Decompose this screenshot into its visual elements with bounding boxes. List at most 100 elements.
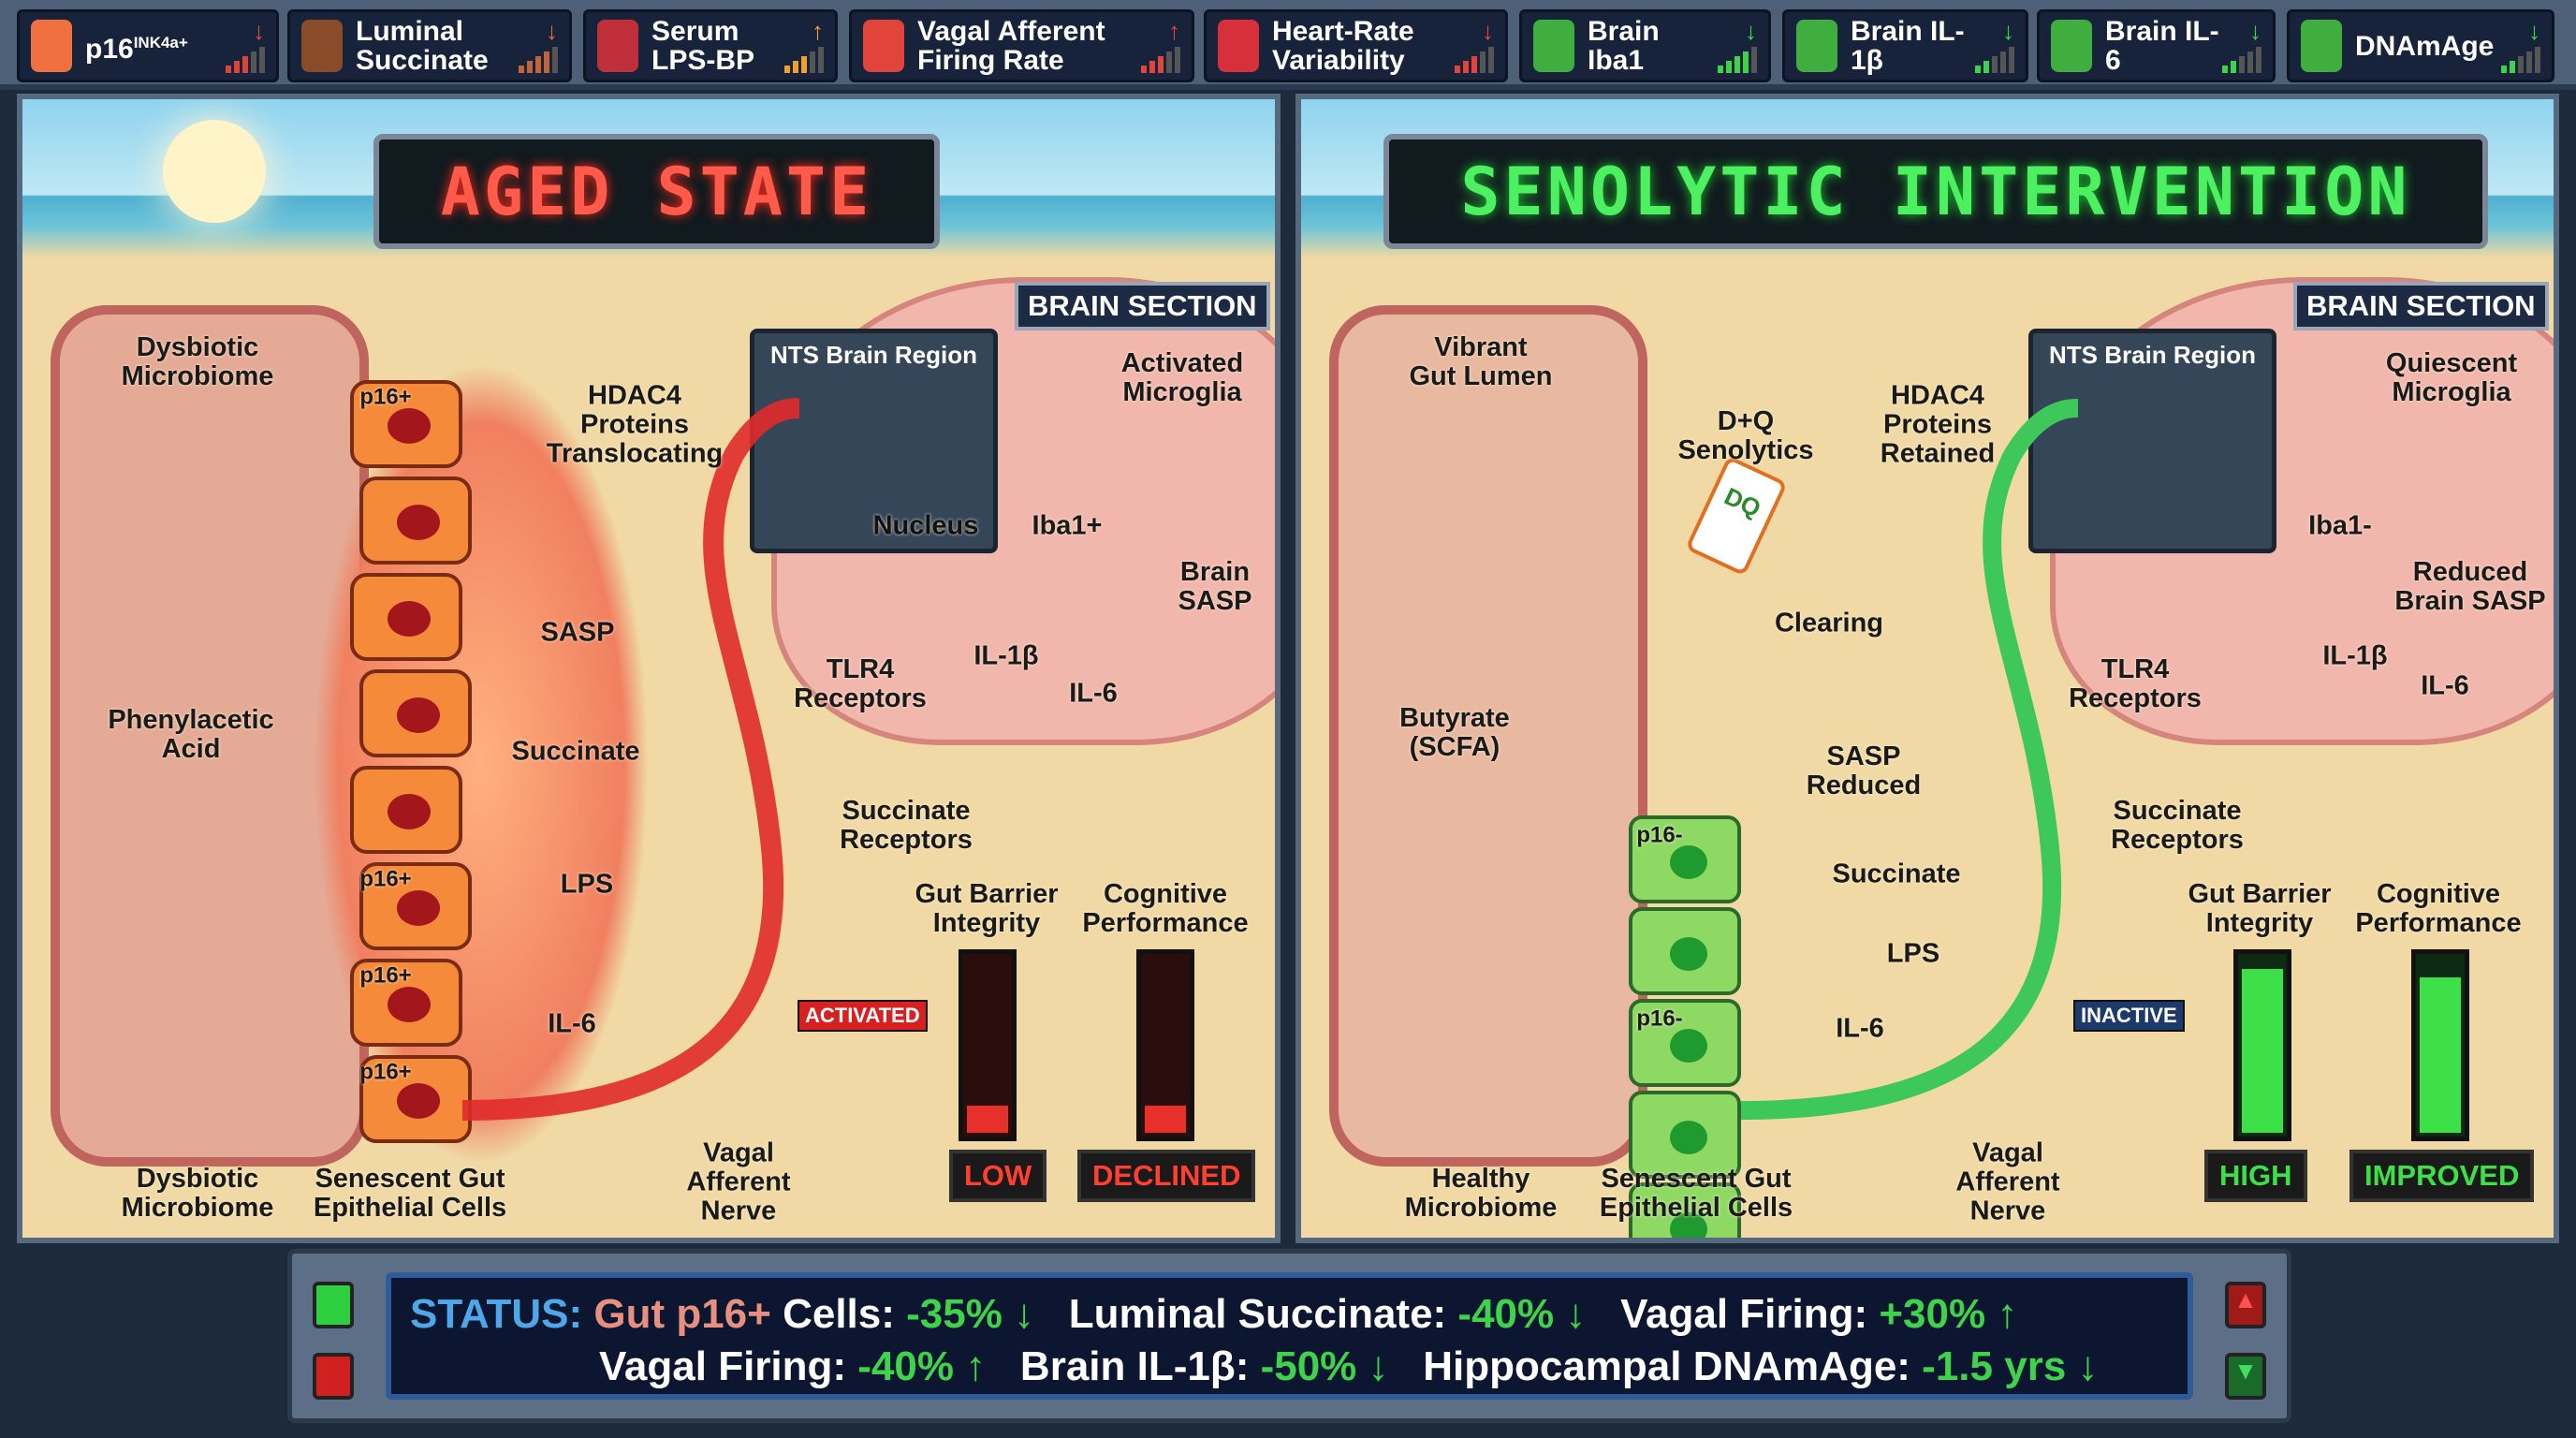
label-iba1: Iba1- <box>2308 510 2372 541</box>
signal-bar <box>1992 56 1998 73</box>
label-sasp: SASP <box>540 617 615 648</box>
biomarker-tile[interactable]: Vagal Afferent Firing Rate↑ <box>849 9 1194 82</box>
label-butyrate: Butyrate(SCFA) <box>1399 703 1510 762</box>
panel-title: AGED STATE <box>373 134 940 249</box>
label-succinate: Succinate <box>511 736 640 767</box>
signal-bar <box>1726 61 1732 73</box>
signal-bars-icon <box>2222 47 2261 73</box>
signal-bar <box>1751 47 1757 73</box>
nerve-state-badge: INACTIVE <box>2073 1000 2185 1032</box>
label-nucleus: Nucleus <box>872 510 979 541</box>
signal-bar <box>1718 66 1723 73</box>
signal-bar <box>818 47 824 73</box>
nts-brain-region: NTS Brain Region <box>750 329 998 553</box>
biomarker-label: Heart-Rate Variability <box>1272 16 1414 76</box>
status-key: Cells: <box>770 1291 895 1337</box>
status-key: Brain IL-1β: <box>1019 1343 1250 1389</box>
signal-bar <box>259 47 265 73</box>
status-value: -40% <box>1446 1291 1555 1337</box>
healthy-cell <box>1629 1091 1741 1179</box>
panel-title: SENOLYTIC INTERVENTION <box>1383 134 2488 249</box>
biomarker-label: Vagal Afferent Firing Rate <box>917 16 1105 76</box>
signal-bar <box>1149 61 1155 73</box>
brain-section-label: BRAIN SECTION <box>2293 282 2549 330</box>
biomarker-tile[interactable]: Heart-Rate Variability↓ <box>1204 9 1508 82</box>
signal-bar <box>234 61 240 73</box>
signal-bar <box>519 66 524 73</box>
status-screen: STATUS: Gut p16+ Cells: -35% ↓ Luminal S… <box>386 1272 2193 1400</box>
biomarker-tile[interactable]: Luminal Succinate ↓ <box>287 9 572 82</box>
signal-bar <box>2518 56 2524 73</box>
label-il6-brain: IL-6 <box>2421 670 2469 701</box>
status-label: STATUS: <box>410 1291 583 1337</box>
aged-state-panel: AGED STATE BRAIN SECTION NTS Brain Regio… <box>17 94 1281 1243</box>
signal-bar <box>793 61 798 73</box>
biomarker-tile[interactable]: Serum LPS-BP↑ <box>583 9 838 82</box>
signal-bar <box>242 56 248 73</box>
biomarker-tile[interactable]: Brain IL-1β↓ <box>1782 9 2028 82</box>
signal-bar <box>784 66 790 73</box>
signal-bars-icon <box>519 47 558 73</box>
signal-bar <box>1463 61 1469 73</box>
biomarker-label: Brain IL-6 <box>2105 16 2219 76</box>
label-lps: LPS <box>560 869 614 900</box>
signal-bar <box>2535 47 2540 73</box>
status-value: -50% <box>1249 1343 1357 1389</box>
arrow-down-icon: ↓ <box>1014 1291 1035 1337</box>
label-il6-gut: IL-6 <box>548 1008 596 1039</box>
biomarker-label: Luminal Succinate <box>356 16 489 76</box>
signal-bars-icon <box>1975 47 2014 73</box>
succinate-icon <box>301 20 343 72</box>
signal-bar <box>544 51 549 73</box>
signal-bar <box>1488 47 1494 73</box>
signal-bar <box>226 66 231 73</box>
cognitive-value: IMPROVED <box>2349 1150 2535 1202</box>
nerve-state-badge: ACTIVATED <box>798 1000 928 1032</box>
label-succinate: Succinate <box>1832 858 1961 889</box>
signal-bar <box>2231 61 2236 73</box>
signal-bar <box>535 56 541 73</box>
signal-bar <box>2000 51 2006 73</box>
status-value: -40% <box>846 1343 954 1389</box>
biomarker-tile[interactable]: Brain IL-6↓ <box>2037 9 2276 82</box>
scroll-up-button[interactable]: ▲ <box>2225 1282 2266 1328</box>
signal-bar <box>527 61 533 73</box>
green-led-button[interactable] <box>313 1282 354 1328</box>
waveform-icon <box>863 20 904 72</box>
signal-bar <box>1975 66 1981 73</box>
scroll-down-button[interactable]: ▼ <box>2225 1353 2266 1400</box>
senescent-cell <box>359 669 472 757</box>
trend-down-icon: ↓ <box>546 17 558 45</box>
label-lps: LPS <box>1886 938 1940 969</box>
nts-brain-region: NTS Brain Region <box>2028 329 2276 553</box>
trend-up-icon: ↑ <box>812 17 824 45</box>
brain-section-label: BRAIN SECTION <box>1015 282 1270 330</box>
signal-bars-icon <box>226 47 265 73</box>
biomarker-tile[interactable]: p16INK4a+↓ <box>17 9 279 82</box>
signal-bars-icon <box>784 47 824 73</box>
status-key: Gut p16+ <box>593 1291 771 1337</box>
status-value: -35% <box>894 1291 1003 1337</box>
sun-icon <box>163 120 266 223</box>
biomarker-tile[interactable]: DNAmAge↓ <box>2287 9 2554 82</box>
red-led-button[interactable] <box>313 1353 354 1400</box>
biomarker-tile[interactable]: Brain Iba1↓ <box>1519 9 1771 82</box>
heart-icon <box>1218 20 1259 72</box>
cognitive-gauge <box>2411 949 2469 1141</box>
p16-marker: p16- <box>1636 822 1683 848</box>
gut-wall <box>1329 305 1647 1167</box>
status-row-1: STATUS: Gut p16+ Cells: -35% ↓ Luminal S… <box>410 1291 2017 1338</box>
cognitive-value: DECLINED <box>1077 1150 1256 1202</box>
